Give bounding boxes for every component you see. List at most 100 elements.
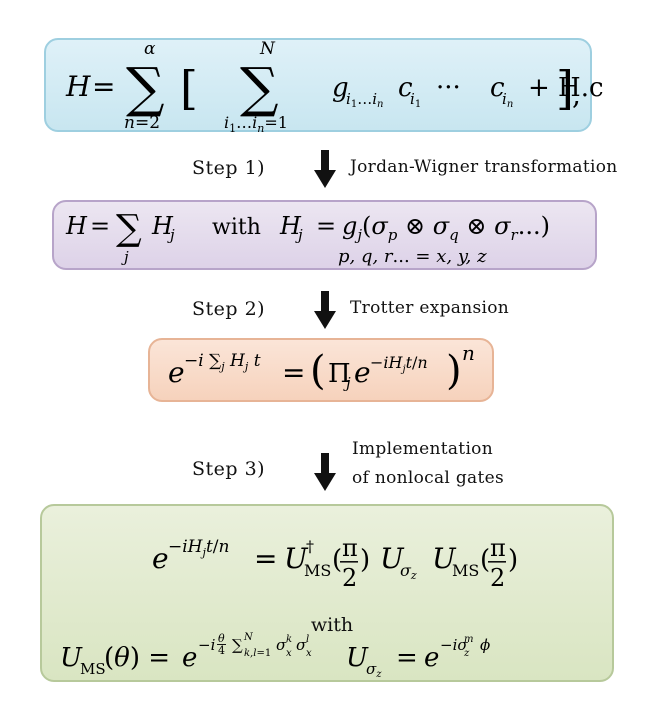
svg-text:,: ,	[572, 78, 581, 111]
svg-text:†: †	[306, 537, 314, 556]
svg-text:): )	[360, 545, 370, 575]
step-3-description-line1: Implementation	[352, 439, 493, 459]
svg-text:(θ) =: (θ) =	[104, 643, 170, 673]
svg-text:σz: σz	[366, 660, 382, 680]
svg-text:gj(σp ⊗ σq ⊗ σr...): gj(σp ⊗ σq ⊗ σr...)	[342, 212, 550, 244]
svg-text:MS: MS	[80, 660, 106, 678]
svg-text:+ H.c.: + H.c.	[528, 73, 604, 103]
svg-text:=: =	[90, 212, 110, 240]
gate-decomposition-formula: e −iHjt/n = U † MS ( π 2 ) U σz U MS ( π…	[152, 534, 518, 592]
step-2-label: Step 2)	[192, 298, 266, 320]
step-1-label: Step 1)	[192, 157, 266, 179]
svg-text:j: j	[343, 374, 351, 392]
step-3-label: Step 3)	[192, 458, 266, 480]
svg-text:ϕ: ϕ	[480, 636, 490, 654]
step-3-description-line2: of nonlocal gates	[352, 468, 504, 488]
svg-text:MS: MS	[304, 561, 331, 580]
svg-text:in: in	[502, 90, 513, 110]
svg-text:U: U	[284, 542, 309, 575]
svg-text:k,l=1: k,l=1	[244, 648, 271, 659]
trotter-formula: e −i ∑j Hj t = ( Π j e −iHjt/n ) n	[168, 341, 475, 394]
svg-text:(: (	[310, 348, 326, 394]
svg-text:(: (	[480, 545, 490, 575]
svg-text:2: 2	[490, 564, 505, 592]
svg-text:j: j	[167, 226, 175, 244]
svg-text:4: 4	[218, 644, 225, 657]
svg-text:U: U	[380, 542, 405, 575]
svg-text:π: π	[342, 534, 358, 562]
ms-gate-formula: U MS (θ) = e −i θ 4 ∑ N k,l=1 σ k x σ l …	[60, 632, 490, 680]
svg-text:c: c	[490, 73, 505, 103]
svg-text:2: 2	[342, 564, 357, 592]
svg-text:σ: σ	[296, 636, 307, 654]
svg-text:l: l	[306, 634, 309, 645]
svg-text:i1…in=1: i1…in=1	[224, 113, 288, 135]
svg-text:∑: ∑	[232, 636, 243, 654]
svg-text:(: (	[332, 545, 342, 575]
svg-text:x: x	[306, 648, 312, 659]
svg-text:−i: −i	[198, 636, 216, 654]
down-arrow-icon	[314, 291, 336, 329]
svg-text:−i ∑j Hj t: −i ∑j Hj t	[184, 351, 261, 373]
svg-text:N: N	[243, 632, 254, 643]
down-arrow-icon	[314, 150, 336, 188]
svg-text:e: e	[152, 542, 169, 575]
svg-text:=: =	[92, 70, 115, 103]
svg-text:σz: σz	[400, 561, 417, 582]
svg-text:): )	[446, 348, 462, 394]
general-hamiltonian-closing: ] ,	[556, 61, 581, 115]
spin-hamiltonian-box	[52, 200, 597, 270]
svg-text:H: H	[65, 212, 88, 240]
with-label: with	[310, 614, 354, 636]
svg-text:[: [	[180, 61, 198, 115]
svg-text:c: c	[398, 73, 413, 103]
svg-text:−iσ: −iσ	[440, 636, 468, 654]
svg-text:U: U	[432, 542, 457, 575]
svg-text:p, q, r... = x, y, z: p, q, r... = x, y, z	[338, 246, 487, 267]
svg-text:Π: Π	[328, 359, 351, 389]
svg-text:−iHjt/n: −iHjt/n	[370, 353, 428, 375]
svg-text:=: =	[254, 542, 277, 575]
svg-text:···: ···	[436, 73, 461, 103]
svg-text:∑: ∑	[116, 208, 142, 249]
svg-text:π: π	[490, 534, 506, 562]
svg-text:i1: i1	[410, 90, 421, 110]
svg-text:∑: ∑	[240, 56, 279, 119]
svg-text:U: U	[346, 643, 369, 673]
general-hamiltonian-box	[44, 38, 592, 132]
svg-text:θ: θ	[218, 632, 225, 645]
step-2-description: Trotter expansion	[350, 298, 510, 318]
svg-text:−iHjt/n: −iHjt/n	[168, 537, 229, 559]
gate-decomposition-box	[40, 504, 614, 682]
svg-text:=: =	[316, 212, 336, 240]
svg-text:k: k	[286, 634, 292, 645]
svg-text:x: x	[286, 648, 292, 659]
svg-text:j: j	[295, 226, 303, 244]
svg-text:e: e	[168, 356, 185, 389]
svg-text:H: H	[65, 70, 91, 103]
svg-text:n=2: n=2	[124, 113, 160, 133]
svg-text:]: ]	[556, 61, 574, 115]
svg-text:m: m	[464, 634, 473, 645]
svg-text:=: =	[282, 356, 305, 389]
step-1-description: Jordan-Wigner transformation	[350, 157, 618, 177]
svg-text:j: j	[121, 248, 129, 266]
svg-text:σ: σ	[276, 636, 287, 654]
svg-text:e: e	[354, 356, 371, 389]
general-hamiltonian-formula: H = ∑ α n=2 [ ∑ N i1…in=1 g i1…in c i1 ·…	[65, 39, 604, 135]
svg-text:z: z	[463, 648, 470, 659]
down-arrow-icon	[314, 453, 336, 491]
svg-text:): )	[508, 545, 518, 575]
svg-text:∑: ∑	[126, 56, 165, 119]
svg-text:with: with	[212, 215, 261, 240]
svg-text:N: N	[259, 39, 276, 59]
svg-text:e: e	[424, 643, 439, 673]
trotter-box	[148, 338, 494, 402]
svg-text:MS: MS	[452, 561, 479, 580]
svg-text:i1…in: i1…in	[346, 90, 383, 110]
svg-text:g: g	[332, 73, 349, 103]
svg-text:U: U	[60, 643, 83, 673]
svg-text:e: e	[182, 643, 197, 673]
svg-text:α: α	[144, 39, 156, 59]
svg-text:H: H	[151, 212, 174, 240]
